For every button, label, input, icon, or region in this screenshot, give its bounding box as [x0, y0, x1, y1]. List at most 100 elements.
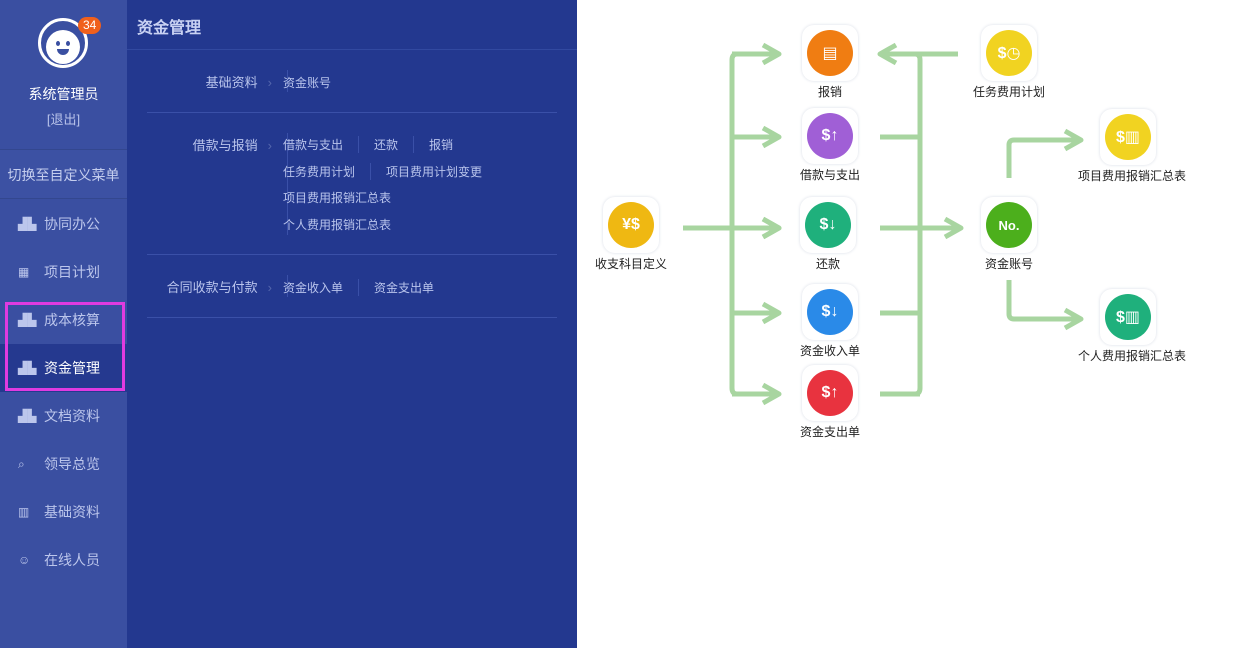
org-icon: ▟▙	[18, 361, 37, 375]
flow-node[interactable]: $↑ 资金支出单	[780, 365, 880, 440]
sidebar-item-cost[interactable]: ▟▙ 成本核算	[0, 296, 127, 344]
org-icon: ▟▙	[18, 217, 37, 231]
menu-link[interactable]: 资金账号	[283, 76, 332, 90]
arrow-head	[1063, 128, 1084, 152]
menu-row: 资金收入单资金支出单	[283, 279, 464, 296]
menu-link[interactable]: 资金收入单	[283, 279, 360, 296]
sidebar-item-overview[interactable]: ⌕ 领导总览	[0, 440, 127, 488]
node-icon: $▥	[1105, 114, 1151, 160]
flow-node[interactable]: $◷任务费用计划	[959, 25, 1059, 100]
divider	[127, 49, 577, 50]
users-icon: ☺	[18, 553, 31, 567]
node-label: 报销	[817, 85, 842, 99]
connector	[729, 51, 738, 397]
arrow-head	[943, 216, 964, 240]
node-icon-box: ¥$	[603, 197, 659, 253]
chevron-right-icon: ›	[267, 138, 272, 153]
menu-link[interactable]: 报销	[429, 138, 454, 152]
menu-link[interactable]: 任务费用计划	[283, 163, 372, 180]
section-title: 借款与报销›	[192, 138, 272, 153]
sidebar-item-label: 领导总览	[44, 456, 100, 472]
menu-link[interactable]: 借款与支出	[283, 136, 360, 153]
sidebar-item-funds[interactable]: ▟▙ 资金管理	[0, 344, 127, 392]
node-label: 资金账号	[984, 257, 1033, 271]
sidebar-item-docs[interactable]: ▟▙ 文档资料	[0, 392, 127, 440]
node-label: 收支科目定义	[594, 257, 667, 271]
arrow-head	[761, 301, 782, 325]
arrow-head	[877, 42, 898, 66]
calendar-icon: ▦	[18, 265, 30, 279]
connector	[1006, 280, 1079, 322]
flow-node[interactable]: $↓ 还款	[778, 197, 878, 272]
submenu-panel: 资金管理 基础资料› 资金账号 借款与报销› 借款与支出还款报销 任务费用计划项…	[127, 0, 577, 648]
notification-badge[interactable]: 34	[78, 17, 102, 34]
connector	[914, 51, 923, 397]
node-icon: $↓	[805, 202, 851, 248]
org-icon: ▟▙	[18, 409, 37, 423]
logout-link[interactable]: [退出]	[46, 112, 81, 127]
panel-title: 资金管理	[137, 20, 202, 37]
chevron-right-icon: ›	[267, 75, 272, 90]
menu-link[interactable]: 还款	[374, 136, 415, 153]
sidebar-item-label: 资金管理	[44, 360, 100, 376]
sidebar-item-project-plan[interactable]: ▦ 项目计划	[0, 248, 127, 296]
flow-node[interactable]: $↑ 借款与支出	[780, 108, 880, 183]
menu-row: 个人费用报销汇总表	[283, 216, 421, 233]
sidebar-item-collab[interactable]: ▟▙协同办公	[0, 200, 127, 248]
flow-node[interactable]: $↓资金收入单	[780, 284, 880, 359]
sidebar-item-label: 基础资料	[44, 504, 100, 520]
node-label: 项目费用报销汇总表	[1078, 169, 1187, 183]
switch-custom-menu-button[interactable]: 切换至自定义菜单	[0, 149, 127, 199]
arrow-head	[761, 125, 782, 149]
search-chart-icon: ⌕	[18, 456, 25, 471]
flow-node[interactable]: ¥$ 收支科目定义	[581, 197, 681, 272]
node-icon-box: $▥	[1100, 289, 1156, 345]
node-icon-box: $↑	[802, 108, 858, 164]
flow-node[interactable]: ▤ 报销	[780, 25, 880, 100]
chevron-right-icon: ›	[267, 280, 272, 295]
flow-node[interactable]: $▥ 项目费用报销汇总表	[1078, 109, 1187, 184]
node-icon-box: $↑	[802, 365, 858, 421]
books-icon: ▥	[18, 505, 30, 519]
org-icon: ▟▙	[18, 313, 37, 327]
node-icon: $↓	[807, 289, 853, 335]
flow-node[interactable]: $▥个人费用报销汇总表	[1078, 289, 1186, 364]
menu-link[interactable]: 资金支出单	[374, 281, 435, 295]
node-icon-box: $↓	[802, 284, 858, 340]
arrow-head	[761, 382, 782, 406]
node-label: 借款与支出	[799, 168, 860, 182]
menu-row: 借款与支出还款报销	[283, 136, 483, 153]
sidebar-item-basic[interactable]: ▥ 基础资料	[0, 488, 127, 536]
node-label: 还款	[815, 257, 840, 271]
node-icon: ▤	[807, 30, 853, 76]
sidebar-item-label: 文档资料	[44, 408, 100, 424]
flow-lines	[683, 42, 1084, 406]
menu-row: 项目费用报销汇总表	[283, 189, 421, 206]
node-icon: $↑	[807, 370, 853, 416]
node-icon-box: $◷	[981, 25, 1037, 81]
sidebar-item-online[interactable]: ☺ 在线人员	[0, 536, 127, 584]
menu-link[interactable]: 项目费用报销汇总表	[283, 191, 392, 205]
connector	[1006, 137, 1079, 178]
sidebar-item-label: 成本核算	[44, 312, 100, 328]
node-icon: ¥$	[608, 202, 654, 248]
menu-row: 任务费用计划项目费用计划变更	[283, 163, 512, 180]
sidebar-item-label: 项目计划	[44, 264, 100, 280]
menu-link[interactable]: 项目费用计划变更	[386, 165, 483, 179]
sidebar-item-label: 在线人员	[44, 552, 100, 568]
menu-link[interactable]: 个人费用报销汇总表	[283, 218, 392, 232]
arrow-head	[1063, 307, 1084, 331]
node-icon: $↑	[807, 113, 853, 159]
flow-node[interactable]: No.资金账号	[959, 197, 1059, 272]
sidebar: 34 系统管理员 [退出] 切换至自定义菜单 ▟▙协同办公 ▦ 项目计划 ▟▙ 成本…	[0, 0, 127, 648]
menu-row: 资金账号	[283, 74, 361, 91]
flow-diagram: ¥$ 收支科目定义 ▤ 报销 $↑ 借款与支出 $↓ 还款 $↓资金收入单 $↑ 资金支出单 $◷任务…	[577, 0, 1256, 648]
node-icon: $◷	[986, 30, 1032, 76]
node-label: 资金支出单	[799, 425, 860, 439]
selection-highlight	[5, 302, 125, 391]
divider	[147, 317, 557, 318]
divider	[287, 275, 288, 297]
user-name: 系统管理员	[28, 86, 99, 102]
node-icon-box: $▥	[1100, 109, 1156, 165]
section-title: 基础资料›	[205, 75, 272, 90]
